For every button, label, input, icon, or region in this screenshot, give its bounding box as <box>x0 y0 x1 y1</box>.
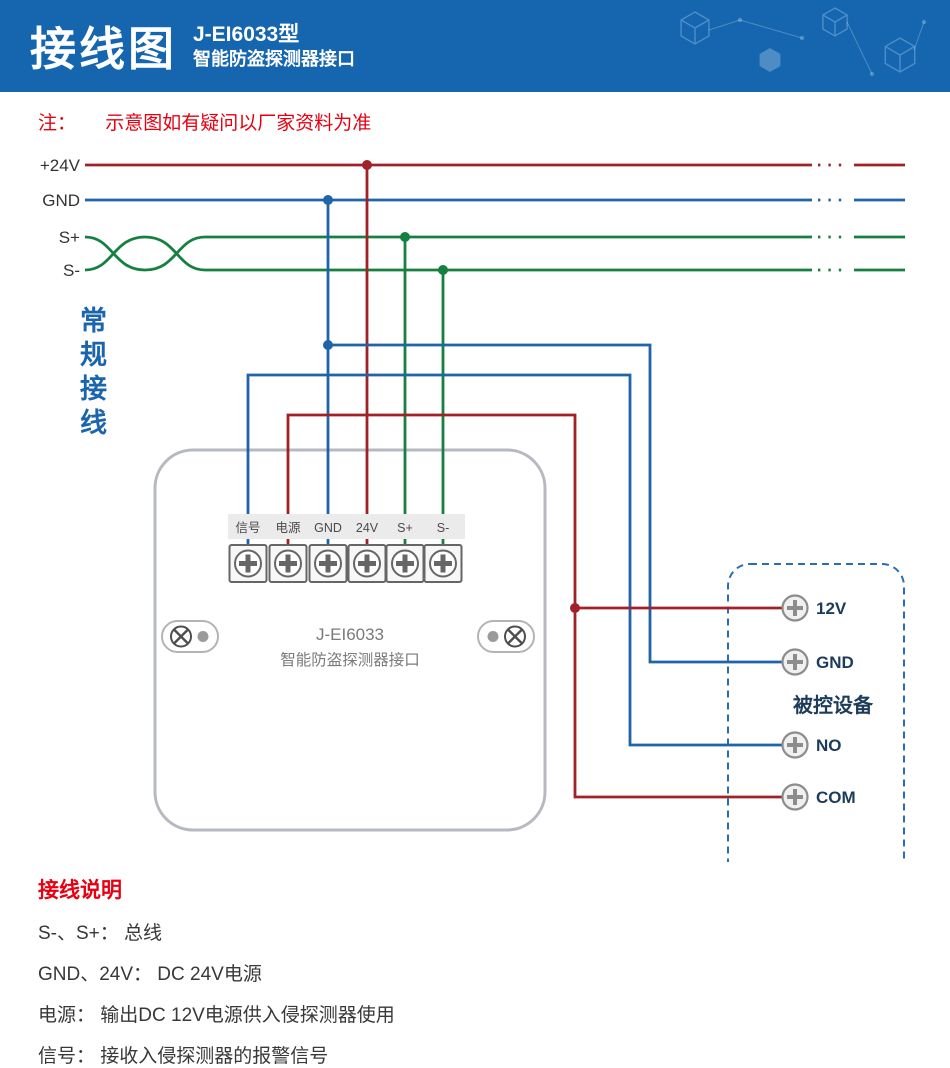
terminal-label-strip <box>228 514 465 539</box>
screw-terminal-gnd <box>308 544 348 583</box>
controlled-screw-com <box>781 783 809 811</box>
mounting-slot-left <box>161 620 219 653</box>
bus-line-s-plus <box>84 235 812 272</box>
terminal-label-s-plus: S+ <box>397 521 413 535</box>
controlled-screw-12v <box>781 594 809 622</box>
decor-cubes <box>680 7 927 77</box>
bus-24v: +24V <box>40 156 905 175</box>
note: 注： 示意图如有疑问以厂家资料为准 <box>0 92 950 134</box>
wire-gnd-to-controlled <box>328 343 787 664</box>
junction-dot-12v-branch <box>570 603 580 613</box>
junction-dot-24v <box>362 160 372 170</box>
screw-terminal-s-plus <box>385 544 425 583</box>
terminal-labels: 信号 电源 GND 24V S+ S- <box>235 521 449 535</box>
screw-terminal-power <box>268 544 308 583</box>
bus-s-minus: S- <box>63 235 905 280</box>
junction-dot-gnd-branch <box>323 340 333 350</box>
controlled-device-title: 被控设备 <box>793 693 874 717</box>
wire-signal-to-no <box>246 373 787 747</box>
section-label-vertical: 常规接线 <box>76 306 106 442</box>
junction-dot-s-minus <box>438 265 448 275</box>
controlled-label-no: NO <box>816 736 842 755</box>
header-banner: 接线图 J-EI6033型 智能防盗探测器接口 <box>0 0 950 92</box>
controlled-label-12v: 12V <box>816 599 847 618</box>
terminal-label-signal: 信号 <box>235 521 260 535</box>
legend-item-bus: S-、S+： 总线 <box>38 923 163 944</box>
junction-dot-gnd <box>323 195 333 205</box>
bus-label-s-plus: S+ <box>59 228 80 247</box>
controlled-screw-no <box>781 731 809 759</box>
wire-power-to-com <box>286 413 787 799</box>
controlled-label-com: COM <box>816 788 856 807</box>
bus-gnd: GND <box>42 191 905 210</box>
junction-dots <box>323 160 580 613</box>
controlled-screw-gnd <box>781 648 809 676</box>
screw-terminal-signal <box>228 544 268 583</box>
terminal-screws <box>228 544 463 583</box>
device-name-text: 智能防盗探测器接口 <box>280 651 420 669</box>
legend-item-signal: 信号： 接收入侵探测器的报警信号 <box>38 1046 329 1067</box>
page-title: 接线图 <box>30 23 177 75</box>
page-subtitle-block: J-EI6033型 智能防盗探测器接口 <box>193 21 355 72</box>
device-model-text: J-EI6033 <box>316 625 384 644</box>
bus-label-gnd: GND <box>42 191 80 210</box>
legend: 接线说明 S-、S+： 总线 GND、24V： DC 24V电源 电源： 输出D… <box>0 862 950 1068</box>
device-name-title: 智能防盗探测器接口 <box>193 48 355 69</box>
bus-line-s-minus <box>84 235 812 272</box>
mounting-slot-right <box>477 620 535 653</box>
controlled-label-gnd: GND <box>816 653 854 672</box>
junction-dot-s-plus <box>400 232 410 242</box>
terminal-label-s-minus: S- <box>437 521 450 535</box>
wiring-diagram-area: 常规接线 +24V GND S+ S- <box>0 140 950 973</box>
legend-item-power-24v: GND、24V： DC 24V电源 <box>38 964 262 985</box>
note-text: 示意图如有疑问以厂家资料为准 <box>105 113 372 134</box>
bus-s-plus: S+ <box>59 228 905 272</box>
terminal-label-24v: 24V <box>356 521 379 535</box>
wiring-diagram: +24V GND S+ S- <box>40 156 905 973</box>
terminal-label-gnd: GND <box>314 521 342 535</box>
note-label: 注： <box>38 113 77 134</box>
bus-label-s-minus: S- <box>63 261 80 280</box>
screw-terminal-24v <box>347 544 387 583</box>
screw-terminal-s-minus <box>423 544 463 583</box>
terminal-label-power: 电源 <box>275 521 301 535</box>
legend-title: 接线说明 <box>38 879 122 902</box>
legend-item-power-out: 电源： 输出DC 12V电源供入侵探测器使用 <box>38 1005 395 1026</box>
device-model-title: J-EI6033型 <box>193 22 300 46</box>
bus-label-24v: +24V <box>40 156 81 175</box>
wires <box>246 165 787 799</box>
